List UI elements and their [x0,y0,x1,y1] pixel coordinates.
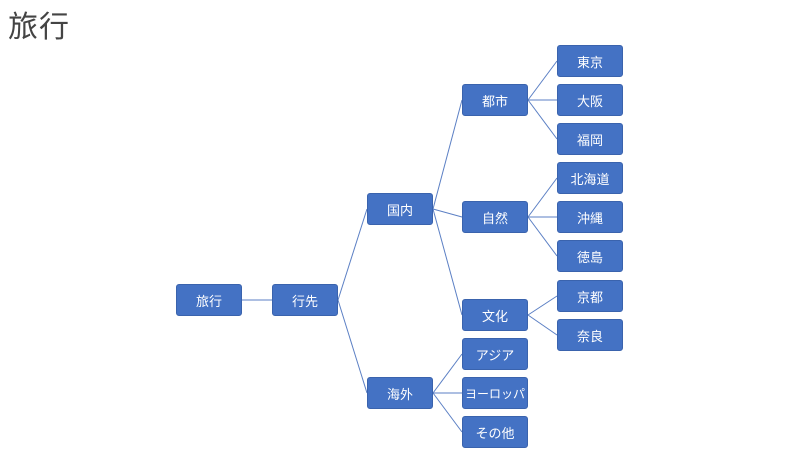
connector-cities-3 [527,99,558,140]
node-label: 行先 [291,294,318,310]
node-fukuoka: 福岡 [557,123,623,155]
node-tokyo: 東京 [557,45,623,77]
connector-destination-overseas [337,299,368,394]
node-domestic: 国内 [367,193,433,225]
node-label: 大阪 [576,94,603,110]
connector-culture-2 [527,314,558,336]
connector-domestic-nature [432,208,463,218]
node-other: その他 [462,416,528,448]
node-label: 福岡 [576,133,603,149]
node-osaka: 大阪 [557,84,623,116]
node-okinawa: 沖縄 [557,201,623,233]
connector-overseas-1 [432,353,463,394]
node-label: 奈良 [576,329,603,345]
node-overseas: 海外 [367,377,433,409]
node-label: 文化 [481,309,508,325]
node-label: 国内 [386,203,413,219]
node-label: 徳島 [576,250,603,266]
connector-overseas-3 [432,392,463,433]
node-nature: 自然 [462,201,528,233]
connector-domestic-culture [432,208,463,316]
connector-cities-1 [527,60,558,101]
node-culture: 文化 [462,299,528,331]
node-nara: 奈良 [557,319,623,351]
node-hokkaido: 北海道 [557,162,623,194]
connector-nature-1 [527,177,558,218]
node-destination: 行先 [272,284,338,316]
node-europe: ヨーロッパ [462,377,528,409]
page-title: 旅行 [8,10,70,45]
node-label: アジア [475,348,515,364]
node-asia: アジア [462,338,528,370]
node-travel: 旅行 [176,284,242,316]
node-label: その他 [475,426,515,442]
node-label: 都市 [481,94,508,110]
node-cities: 都市 [462,84,528,116]
node-label: 東京 [576,55,603,71]
node-label: 自然 [481,211,508,227]
connector-domestic-cities [432,99,463,210]
node-tokushima: 徳島 [557,240,623,272]
node-label: 旅行 [195,294,222,310]
node-label: 北海道 [570,172,610,188]
node-label: 京都 [576,290,603,306]
connector-nature-3 [527,216,558,257]
node-label: 沖縄 [576,211,603,227]
node-label: 海外 [386,387,413,403]
connector-destination-domestic [337,208,368,301]
connector-culture-1 [527,295,558,316]
node-kyoto: 京都 [557,280,623,312]
node-label: ヨーロッパ [464,386,525,401]
